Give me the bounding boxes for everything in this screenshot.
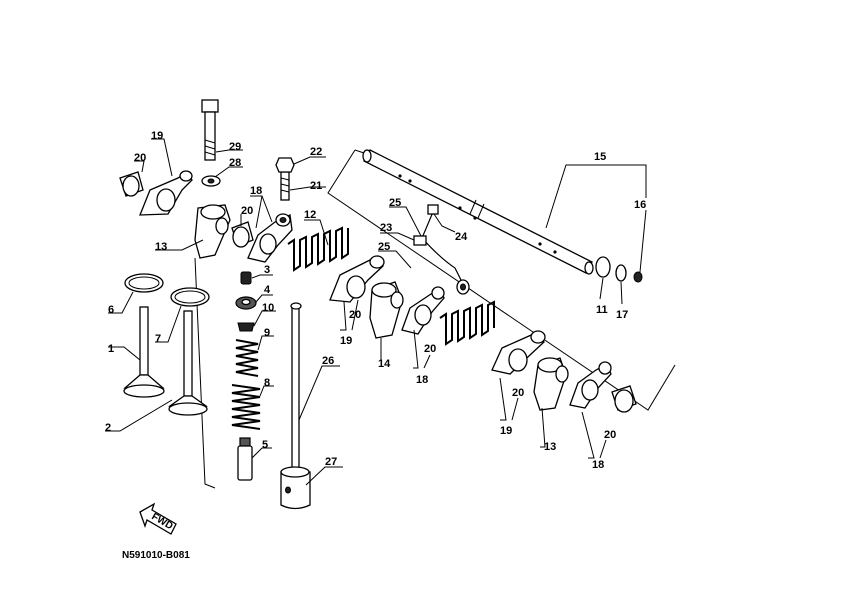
rocker-shaft (362, 149, 594, 275)
retainer-10 (237, 322, 255, 332)
callout-19: 19 (340, 335, 352, 347)
rocker-arm-18-right (569, 361, 612, 409)
callout-21: 21 (310, 180, 322, 192)
callout-14: 14 (378, 358, 391, 370)
adjust-screw-21 (280, 171, 290, 201)
oil-pipe (413, 204, 470, 295)
callout-20: 20 (349, 309, 361, 321)
callout-8: 8 (264, 377, 270, 389)
callout-7: 7 (155, 333, 161, 345)
lifter-27 (280, 466, 311, 510)
bolt-29 (201, 99, 219, 161)
forward-arrow-icon: FWD (139, 502, 177, 535)
rocker-arm-left (119, 170, 193, 216)
push-rod-26 (290, 302, 302, 469)
rocker-arm-right (491, 330, 546, 375)
callout-20: 20 (241, 205, 253, 217)
callout-3: 3 (264, 264, 270, 276)
callout-19: 19 (151, 130, 163, 142)
callout-18: 18 (250, 185, 262, 197)
callout-19: 19 (500, 425, 512, 437)
callout-20: 20 (604, 429, 616, 441)
callout-labels: 19 20 29 28 18 20 13 22 21 12 25 23 25 2… (105, 130, 646, 471)
callout-25: 25 (378, 241, 390, 253)
callout-4: 4 (264, 284, 271, 296)
callout-23: 23 (380, 222, 392, 234)
callout-9: 9 (264, 327, 270, 339)
valve-group-bracket (194, 257, 216, 489)
callout-20: 20 (134, 152, 146, 164)
callout-20: 20 (512, 387, 524, 399)
callout-25: 25 (389, 197, 401, 209)
spring-12-lower (439, 300, 495, 346)
rocker-support-right (533, 357, 569, 411)
spring-8 (231, 384, 261, 430)
rocker-arm-18-upper (247, 213, 293, 263)
nut-22 (275, 157, 295, 173)
callout-26: 26 (322, 355, 334, 367)
callout-18: 18 (416, 374, 428, 386)
callout-22: 22 (310, 146, 322, 158)
callout-28: 28 (229, 157, 241, 169)
lifter-5 (237, 437, 253, 481)
callout-12: 12 (304, 209, 316, 221)
rocker-arm-mid (329, 255, 385, 303)
callout-11: 11 (596, 304, 608, 316)
rocker-support-left (194, 204, 231, 259)
washer-11 (595, 256, 611, 278)
callout-5: 5 (262, 439, 268, 451)
cotter-3 (240, 271, 252, 285)
callout-29: 29 (229, 141, 241, 153)
callout-15: 15 (594, 151, 606, 163)
rocker-support-14 (369, 281, 404, 339)
callout-17: 17 (616, 309, 628, 321)
ring-17 (615, 264, 627, 282)
callout-18: 18 (592, 459, 604, 471)
rocker-arm-18-mid (401, 286, 445, 335)
spring-12-upper (287, 226, 349, 272)
callout-27: 27 (325, 456, 337, 468)
callout-13: 13 (155, 241, 167, 253)
callout-6: 6 (108, 304, 114, 316)
callout-1: 1 (108, 343, 114, 355)
callout-13: 13 (544, 441, 556, 453)
callout-16: 16 (634, 199, 646, 211)
leader-lines (105, 138, 647, 486)
callout-10: 10 (262, 302, 274, 314)
callout-20: 20 (424, 343, 436, 355)
spring-9 (235, 339, 259, 377)
plug-16 (633, 271, 643, 283)
callout-2: 2 (105, 422, 111, 434)
diagram-code: N591010-B081 (122, 550, 190, 561)
callout-24: 24 (455, 231, 468, 243)
valve-1 (123, 306, 165, 398)
valve-2 (167, 310, 209, 416)
